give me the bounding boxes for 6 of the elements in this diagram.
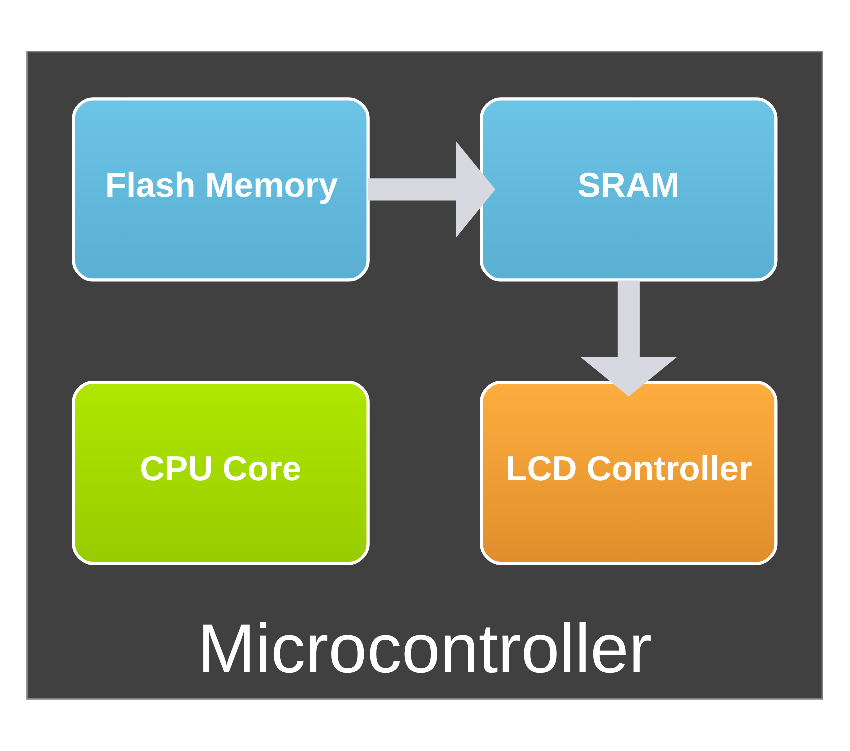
- arrow: [580, 280, 678, 397]
- node-box: Flash Memory: [72, 98, 370, 282]
- arrow: [368, 141, 496, 238]
- node-box: SRAM: [480, 98, 778, 282]
- node-box: CPU Core: [72, 381, 370, 566]
- node-box: LCD Controller: [480, 381, 778, 566]
